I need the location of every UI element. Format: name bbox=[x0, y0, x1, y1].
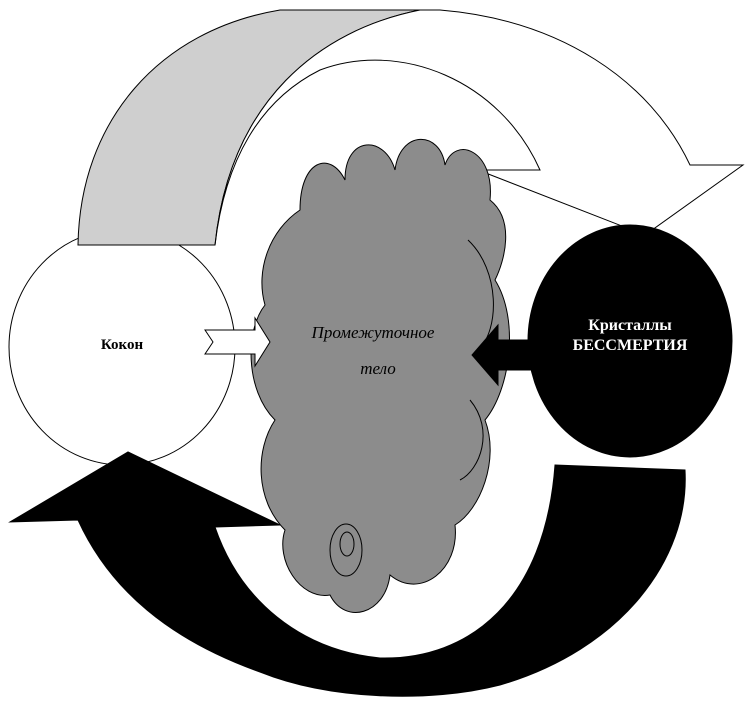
cloud-shape bbox=[250, 138, 510, 613]
intermediate-body-cloud bbox=[250, 138, 510, 613]
bottom-curved-black-arrow bbox=[8, 451, 686, 697]
cloud-bubble-inner bbox=[339, 531, 355, 557]
crystals-label-line1: Кристаллы bbox=[588, 317, 672, 334]
crystals-label-line2: БЕССМЕРТИЯ bbox=[573, 337, 688, 354]
cocoon-to-body-arrow bbox=[204, 316, 271, 368]
intermediate-body-label-line2: тело bbox=[360, 359, 396, 378]
crystals-to-body-arrow bbox=[471, 323, 546, 387]
top-curved-arrow-light-face bbox=[214, 9, 745, 246]
intermediate-body-label-line1: Промежуточное bbox=[311, 323, 435, 342]
cocoon-label: Кокон bbox=[101, 337, 144, 353]
